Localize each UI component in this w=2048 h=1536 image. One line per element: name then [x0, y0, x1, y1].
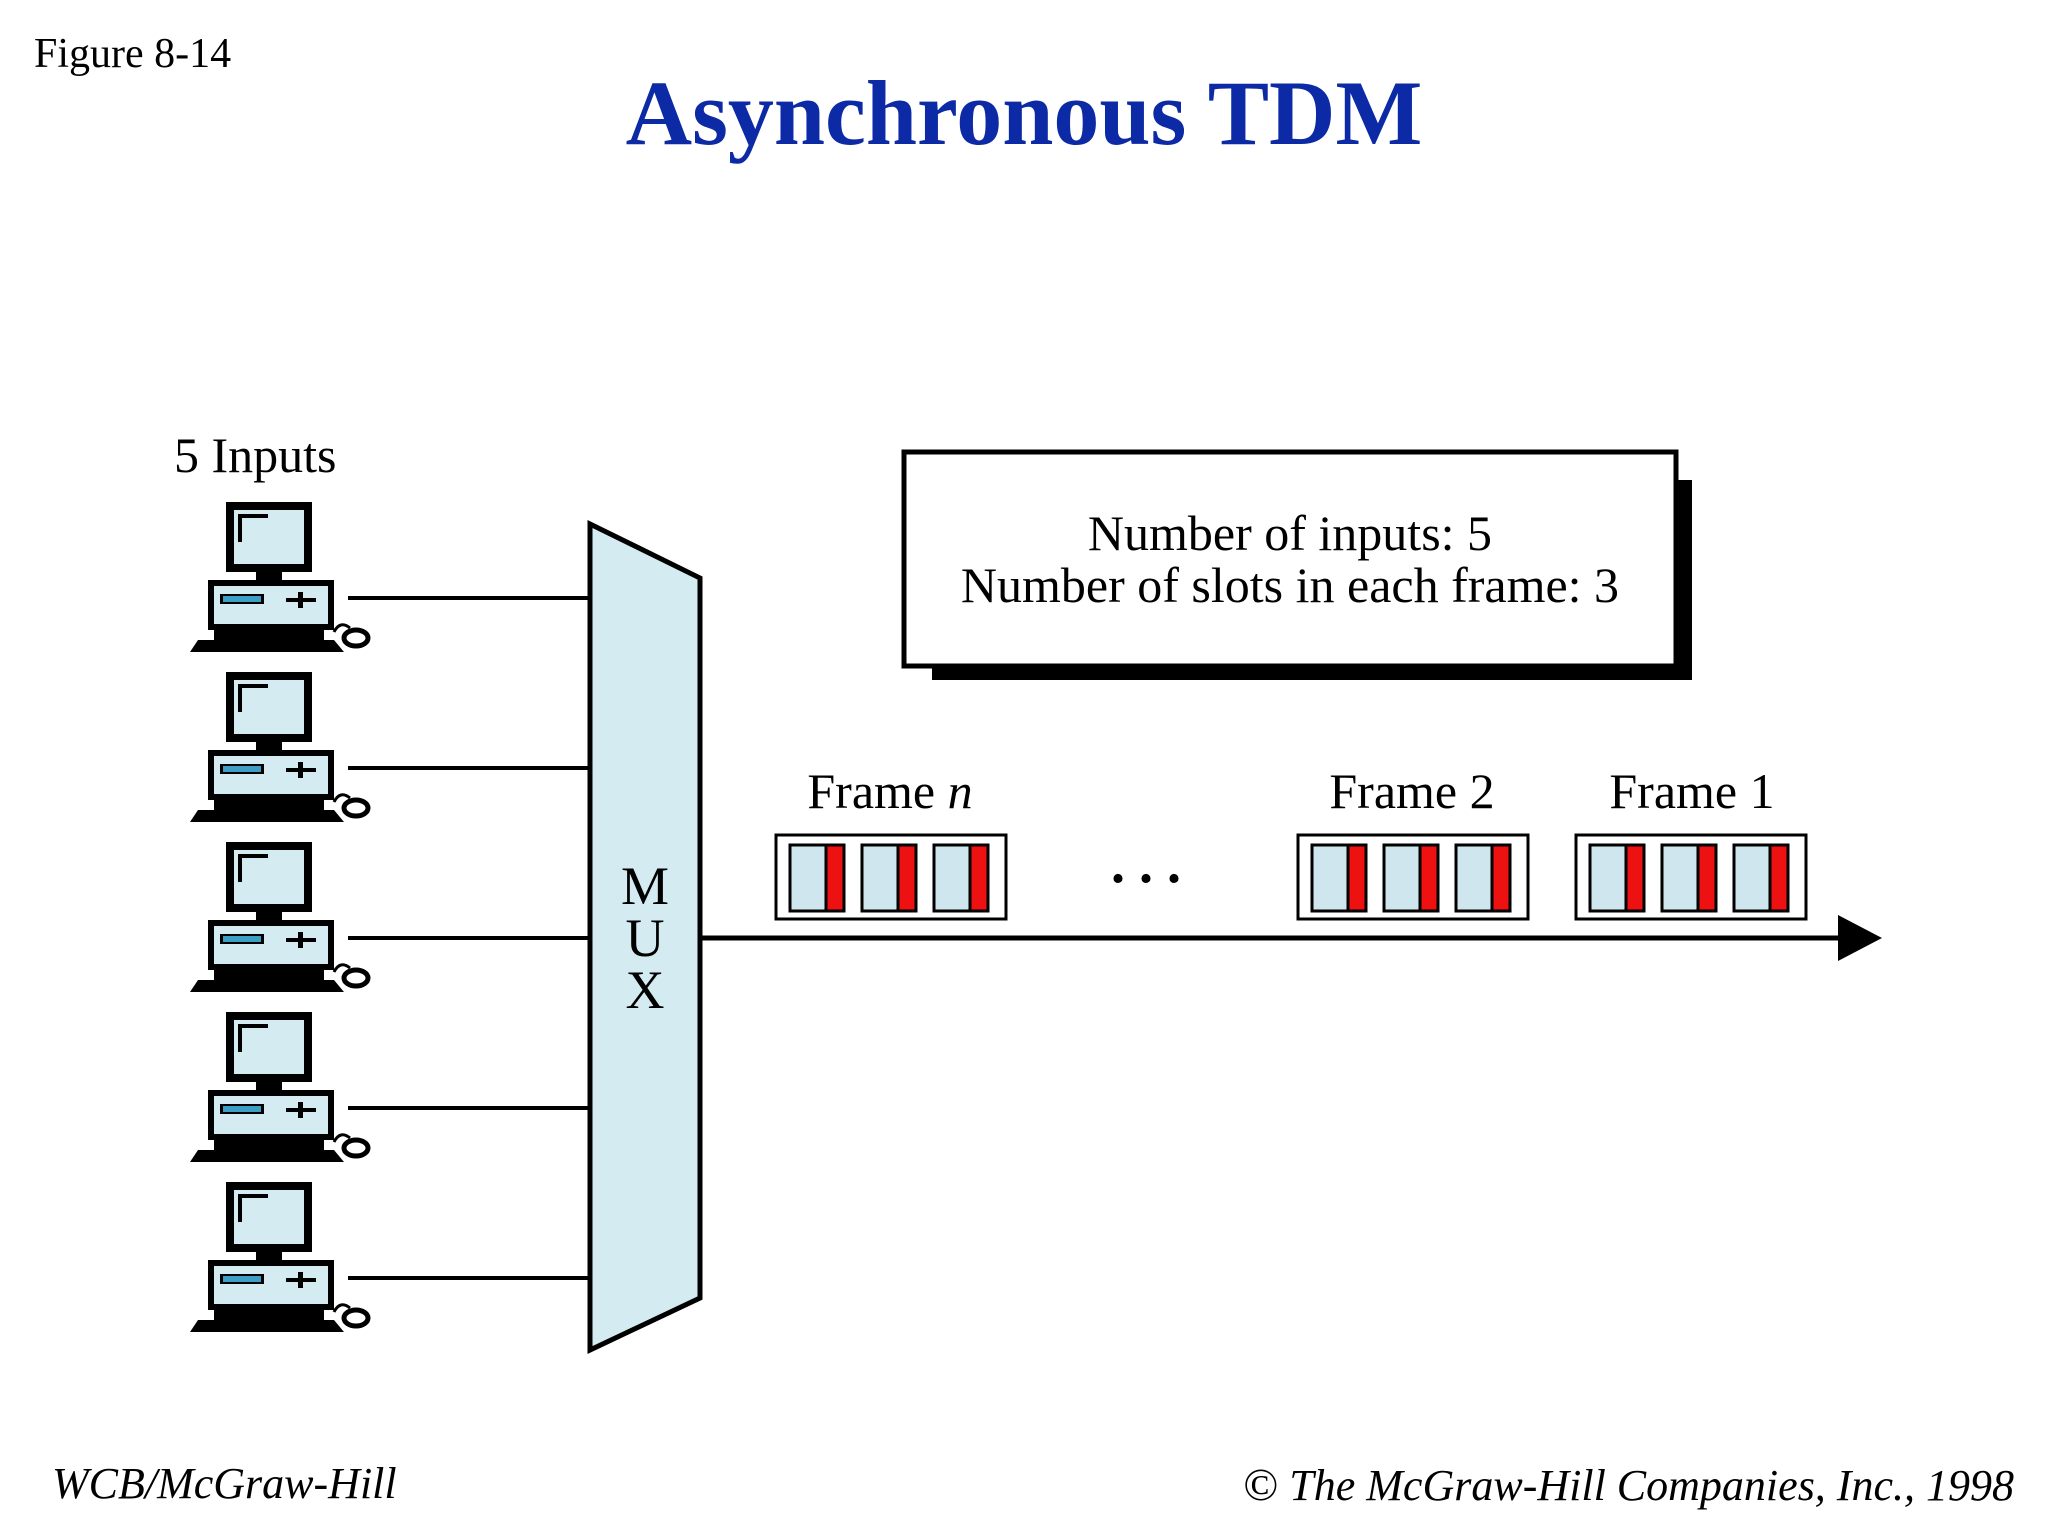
computer-icon-5 — [190, 1182, 368, 1332]
slot — [1310, 843, 1368, 913]
computer-icon-2 — [190, 672, 368, 822]
info-box: Number of inputs: 5 Number of slots in e… — [901, 449, 1692, 680]
publisher-footer: WCB/McGraw-Hill — [52, 1459, 397, 1508]
mux-letter-m: M — [621, 856, 669, 916]
slot — [932, 843, 990, 913]
slot — [1660, 843, 1718, 913]
slot — [1454, 843, 1512, 913]
arrow-head-icon — [1838, 915, 1882, 961]
slot — [1382, 843, 1440, 913]
slot — [1588, 843, 1646, 913]
frame-1: Frame 1 — [1574, 763, 1808, 921]
copyright-icon: © — [1243, 1459, 1279, 1510]
frame-2: Frame 2 — [1296, 763, 1530, 921]
mux-trapezoid — [587, 519, 703, 1354]
multiplexer: M U X — [587, 519, 703, 1354]
inputs-label: 5 Inputs — [174, 427, 337, 483]
figure-label: Figure 8-14 — [34, 31, 232, 77]
copyright-text: The McGraw-Hill Companies, Inc., 1998 — [1289, 1461, 2014, 1510]
mux-letter-u: U — [626, 908, 665, 968]
page-title: Asynchronous TDM — [625, 62, 1423, 164]
input-computers — [190, 502, 368, 1332]
slot — [1732, 843, 1790, 913]
slot — [788, 843, 846, 913]
frame-2-label: Frame 2 — [1329, 763, 1494, 819]
info-line-inputs: Number of inputs: 5 — [1088, 505, 1492, 561]
frame-n: Frame n — [774, 763, 1008, 921]
frames-ellipsis: . . . — [1111, 833, 1181, 895]
frame-1-label: Frame 1 — [1609, 763, 1774, 819]
input-lines — [348, 596, 590, 1280]
frame-n-label: Frame n — [807, 763, 972, 819]
copyright-footer: © The McGraw-Hill Companies, Inc., 1998 — [1243, 1458, 2014, 1511]
computer-icon-4 — [190, 1012, 368, 1162]
computer-icon-3 — [190, 842, 368, 992]
slot — [860, 843, 918, 913]
info-box-frame — [901, 449, 1679, 669]
output-line — [700, 915, 1882, 961]
mux-letter-x: X — [626, 960, 665, 1020]
info-line-slots: Number of slots in each frame: 3 — [961, 557, 1619, 613]
computer-icon-1 — [190, 502, 368, 652]
